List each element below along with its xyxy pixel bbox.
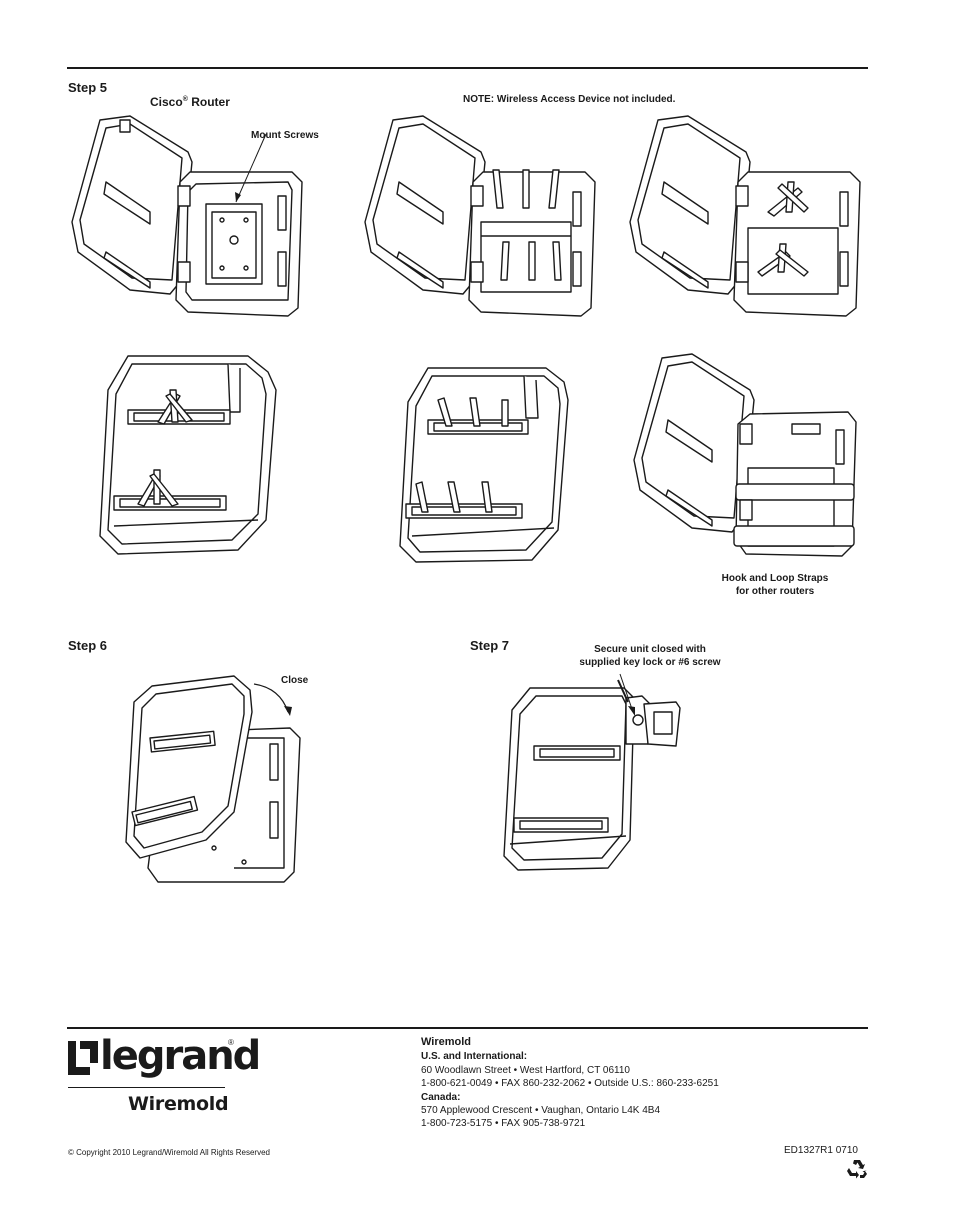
open-enclosure-cisco-mount-figure [70,112,310,322]
mount-screws-label: Mount Screws [251,130,319,141]
closed-enclosure-key-lock-figure [500,680,685,880]
step6-title: Step 6 [68,638,108,653]
closed-enclosure-crossed-antennas-figure [98,350,278,570]
closing-enclosure-figure [124,672,304,884]
top-rule [67,67,868,69]
step5-title: Step 5 [68,80,108,95]
us-address: 60 Woodlawn Street • West Hartford, CT 0… [421,1064,630,1076]
copyright: © Copyright 2010 Legrand/Wiremold All Ri… [68,1148,270,1157]
open-enclosure-three-antennas-figure [363,112,603,322]
close-label: Close [281,675,309,686]
closed-enclosure-three-antennas-figure [398,362,573,572]
recycle-icon [847,1160,867,1179]
document-code: ED1327R1 0710 [784,1145,858,1156]
canada-phone: 1-800-723-5175 • FAX 905-738-9721 [421,1118,586,1130]
legrand-registered-mark: ® [228,1038,234,1047]
hook-loop-straps-label: Hook and Loop Straps for other routers [721,573,829,597]
note-label: NOTE: Wireless Access Device not include… [463,94,676,105]
address-block: Wiremold U.S. and International: 60 Wood… [421,1036,841,1131]
step7-title: Step 7 [470,638,510,653]
footer-rule [67,1027,868,1029]
us-heading: U.S. and International: [421,1051,528,1063]
legrand-wordmark: legrand [100,1033,261,1079]
cisco-router-label: Cisco® Router [150,95,230,109]
secure-unit-label: Secure unit closed with supplied key loc… [579,644,721,668]
legrand-logo: legrand ® [68,1036,261,1084]
open-enclosure-hook-loop-straps-figure [632,350,862,560]
canada-heading: Canada: [421,1091,461,1103]
us-phone: 1-800-621-0049 • FAX 860-232-2062 • Outs… [421,1078,719,1090]
legrand-mark-icon [68,1041,98,1075]
logo-divider [68,1087,225,1088]
wiremold-logo: Wiremold [128,1093,229,1115]
open-enclosure-crossed-antennas-figure [628,112,868,322]
company-name: Wiremold [421,1036,472,1048]
canada-address: 570 Applewood Crescent • Vaughan, Ontari… [421,1105,661,1117]
